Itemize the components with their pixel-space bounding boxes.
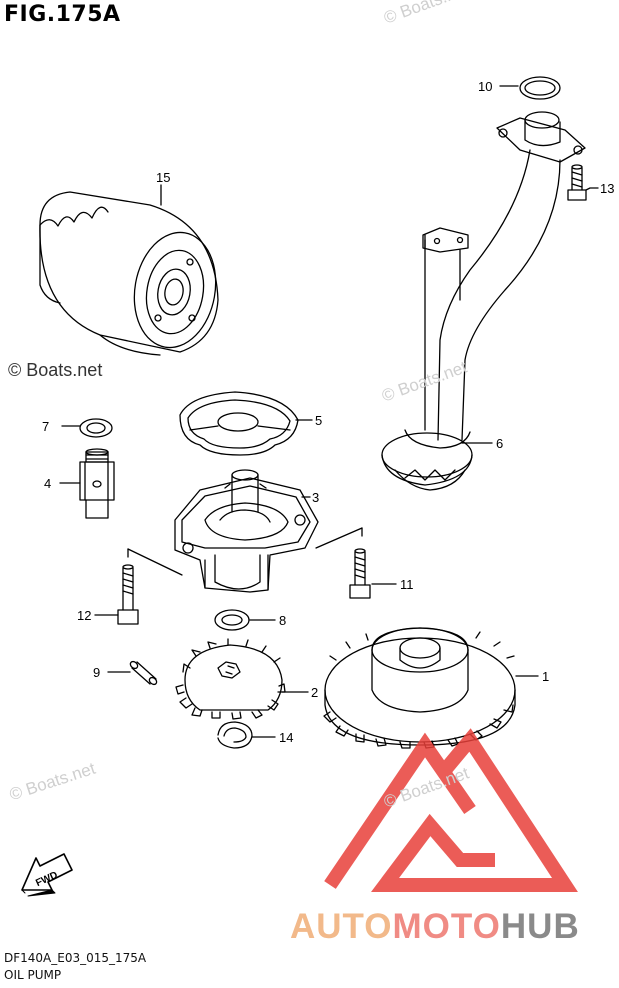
automotohub-logo-mark [324, 728, 578, 892]
oil-filter-part [39, 191, 219, 356]
callout-8: 8 [279, 613, 286, 628]
gasket-5 [179, 391, 299, 456]
bolt-11 [349, 548, 371, 599]
fwd-arrow-icon [21, 853, 73, 897]
circlip-14 [217, 721, 253, 749]
callout-7: 7 [42, 419, 49, 434]
logo-hub: HUB [500, 907, 580, 946]
washer-7 [79, 418, 113, 438]
bolt-12 [117, 564, 139, 625]
oil-strainer-part [381, 111, 586, 491]
callout-15: 15 [156, 170, 170, 185]
callout-5: 5 [315, 413, 322, 428]
logo-moto: MOTO [392, 907, 501, 946]
driven-gear-1 [323, 627, 516, 749]
oil-pump-housing-3 [174, 469, 319, 593]
o-ring-10 [519, 76, 561, 100]
logo-auto: AUTO [290, 907, 393, 946]
watermark-main: © Boats.net [8, 360, 103, 380]
callout-11: 11 [400, 577, 414, 592]
inner-rotor-2 [175, 638, 286, 720]
washer-8 [214, 609, 250, 631]
callout-3: 3 [312, 490, 319, 505]
callout-14: 14 [279, 730, 293, 745]
callout-6: 6 [496, 436, 503, 451]
callout-2: 2 [311, 685, 318, 700]
callout-4: 4 [44, 476, 51, 491]
figure-title: FIG.175A [4, 2, 121, 27]
automotohub-logo-text: AUTOMOTOHUB [290, 907, 580, 947]
callout-13: 13 [600, 181, 614, 196]
diagram-name: OIL PUMP [4, 968, 62, 982]
callout-10: 10 [478, 79, 492, 94]
pin-9 [129, 660, 158, 686]
diagram-code: DF140A_E03_015_175A [4, 951, 147, 965]
callout-1: 1 [542, 669, 549, 684]
callout-9: 9 [93, 665, 100, 680]
bolt-13 [567, 164, 587, 201]
plug-4 [79, 448, 115, 519]
callout-12: 12 [77, 608, 91, 623]
